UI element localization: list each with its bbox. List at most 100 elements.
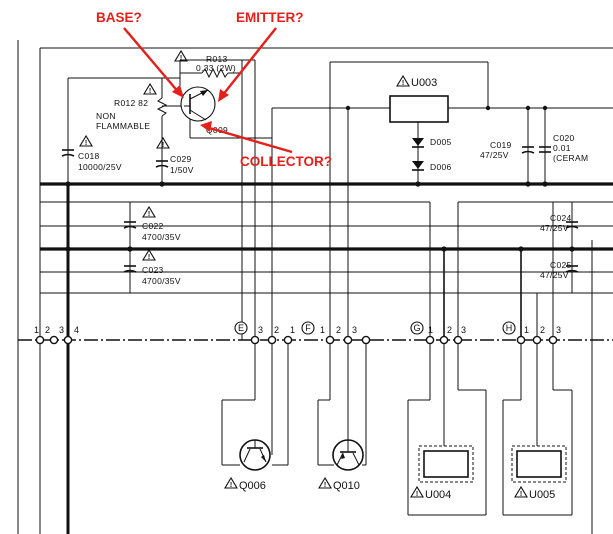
warning-icon: ! (514, 485, 528, 498)
warning-triangles: ! ! ! ! ! ! ! ! ! ! ! (79, 49, 528, 498)
base-arrowhead (172, 85, 184, 98)
d005-label: D005 (430, 137, 452, 147)
svg-text:!: ! (230, 482, 232, 489)
warning-icon: ! (156, 136, 170, 149)
q009-collector-lead (189, 109, 207, 121)
c019-symbol (521, 146, 535, 154)
c024-symbol (565, 221, 579, 229)
emitter-arrowhead (218, 89, 229, 102)
u004-module (418, 445, 474, 483)
c022-value: 4700/35V (142, 232, 181, 242)
wiring (17, 40, 613, 534)
c023-symbol (123, 265, 137, 273)
c018-value: 10000/25V (78, 162, 122, 172)
pin-numbers: 1 2 3 4 3 2 1 1 2 3 1 2 3 1 2 3 (34, 325, 561, 335)
q009-arrow (200, 90, 208, 96)
u005-module (511, 445, 567, 483)
f-pin-c: 3 (352, 325, 357, 335)
d005-symbol (412, 138, 424, 146)
warning-icon: ! (318, 476, 332, 489)
q010-label: Q010 (333, 480, 360, 492)
c022-ref: C022 (142, 221, 164, 231)
c020-value-1: 0.01 (553, 143, 571, 153)
non-flammable-line1: NON (96, 111, 116, 121)
warning-icon: ! (143, 82, 157, 95)
non-flammable-line2: FLAMMABLE (96, 121, 150, 131)
r013-value: 0.33 (2W) (196, 63, 236, 73)
warning-icon: ! (174, 49, 188, 62)
u005-label: U005 (529, 489, 555, 501)
conn-e-letter: E (238, 323, 244, 333)
warning-icon: ! (142, 248, 156, 261)
c029-symbol (155, 160, 169, 168)
c023-ref: C023 (142, 265, 164, 275)
component-labels: R013 0.33 (2W) R012 82 NON FLAMMABLE Q00… (78, 54, 588, 501)
r013-ref: R013 (206, 54, 228, 64)
svg-text:!: ! (520, 491, 522, 498)
c020-symbol (539, 146, 551, 153)
c019-value: 47/25V (480, 150, 509, 160)
q006-transistor (239, 439, 271, 471)
h-pin-b: 2 (540, 325, 545, 335)
connector-letters: E F G H (234, 321, 516, 335)
g-pin-b: 2 (447, 325, 452, 335)
f-pin-a: 1 (320, 325, 325, 335)
q009-transistor (180, 86, 216, 122)
main-pin-1: 1 (34, 325, 39, 335)
f-pin-b: 2 (336, 325, 341, 335)
c018-symbol (61, 149, 75, 157)
e-pin-a: 3 (258, 325, 263, 335)
c025-value: 47/25V (540, 270, 569, 280)
c023-value: 4700/35V (142, 276, 181, 286)
junction-dots (65, 105, 575, 252)
diodes (412, 138, 424, 171)
connector-nodes (35, 335, 558, 345)
svg-text:!: ! (180, 55, 182, 62)
warning-icon: ! (224, 476, 238, 489)
u003-label: U003 (411, 77, 437, 89)
r012-label: R012 82 (114, 98, 148, 108)
collector-arrow-line (205, 125, 293, 154)
main-pin-4: 4 (74, 325, 79, 335)
c024-value: 47/25V (540, 223, 569, 233)
svg-text:!: ! (148, 211, 150, 218)
u003-box (389, 95, 449, 123)
g-pin-a: 1 (428, 325, 433, 335)
collector-arrowhead (200, 121, 212, 132)
base-arrow-line (123, 27, 181, 95)
warning-icon: ! (410, 485, 424, 498)
c020-ref: C020 (553, 133, 575, 143)
c029-ref: C029 (170, 154, 192, 164)
emitter-annotation: EMITTER? (236, 10, 304, 25)
emitter-arrow-line (221, 27, 277, 97)
warning-icon: ! (79, 134, 93, 147)
svg-text:!: ! (402, 80, 404, 87)
d006-label: D006 (430, 162, 452, 172)
q006-label: Q006 (239, 480, 266, 492)
h-pin-c: 3 (556, 325, 561, 335)
red-annotations: BASE? EMITTER? COLLECTOR? (96, 10, 332, 169)
conn-h-letter: H (506, 323, 513, 333)
r012-zigzag (156, 97, 168, 117)
warning-icon: ! (396, 74, 410, 87)
u004-label: U004 (425, 489, 451, 501)
c025-symbol (565, 265, 579, 273)
c022-symbol (123, 221, 137, 229)
r013-zigzag (201, 67, 229, 79)
d006-symbol (412, 161, 424, 169)
c025-ref: C025 (550, 260, 572, 270)
base-annotation: BASE? (96, 10, 142, 25)
svg-text:!: ! (324, 482, 326, 489)
conn-g-letter: G (413, 323, 420, 333)
collector-annotation: COLLECTOR? (240, 154, 332, 169)
c018-ref: C018 (78, 151, 100, 161)
main-pin-3: 3 (59, 325, 64, 335)
c029-value: 1/50V (170, 165, 194, 175)
main-pin-2: 2 (45, 325, 50, 335)
q009-body (180, 86, 216, 122)
c024-ref: C024 (550, 213, 572, 223)
svg-text:!: ! (85, 140, 87, 147)
e-pin-c: 1 (290, 325, 295, 335)
